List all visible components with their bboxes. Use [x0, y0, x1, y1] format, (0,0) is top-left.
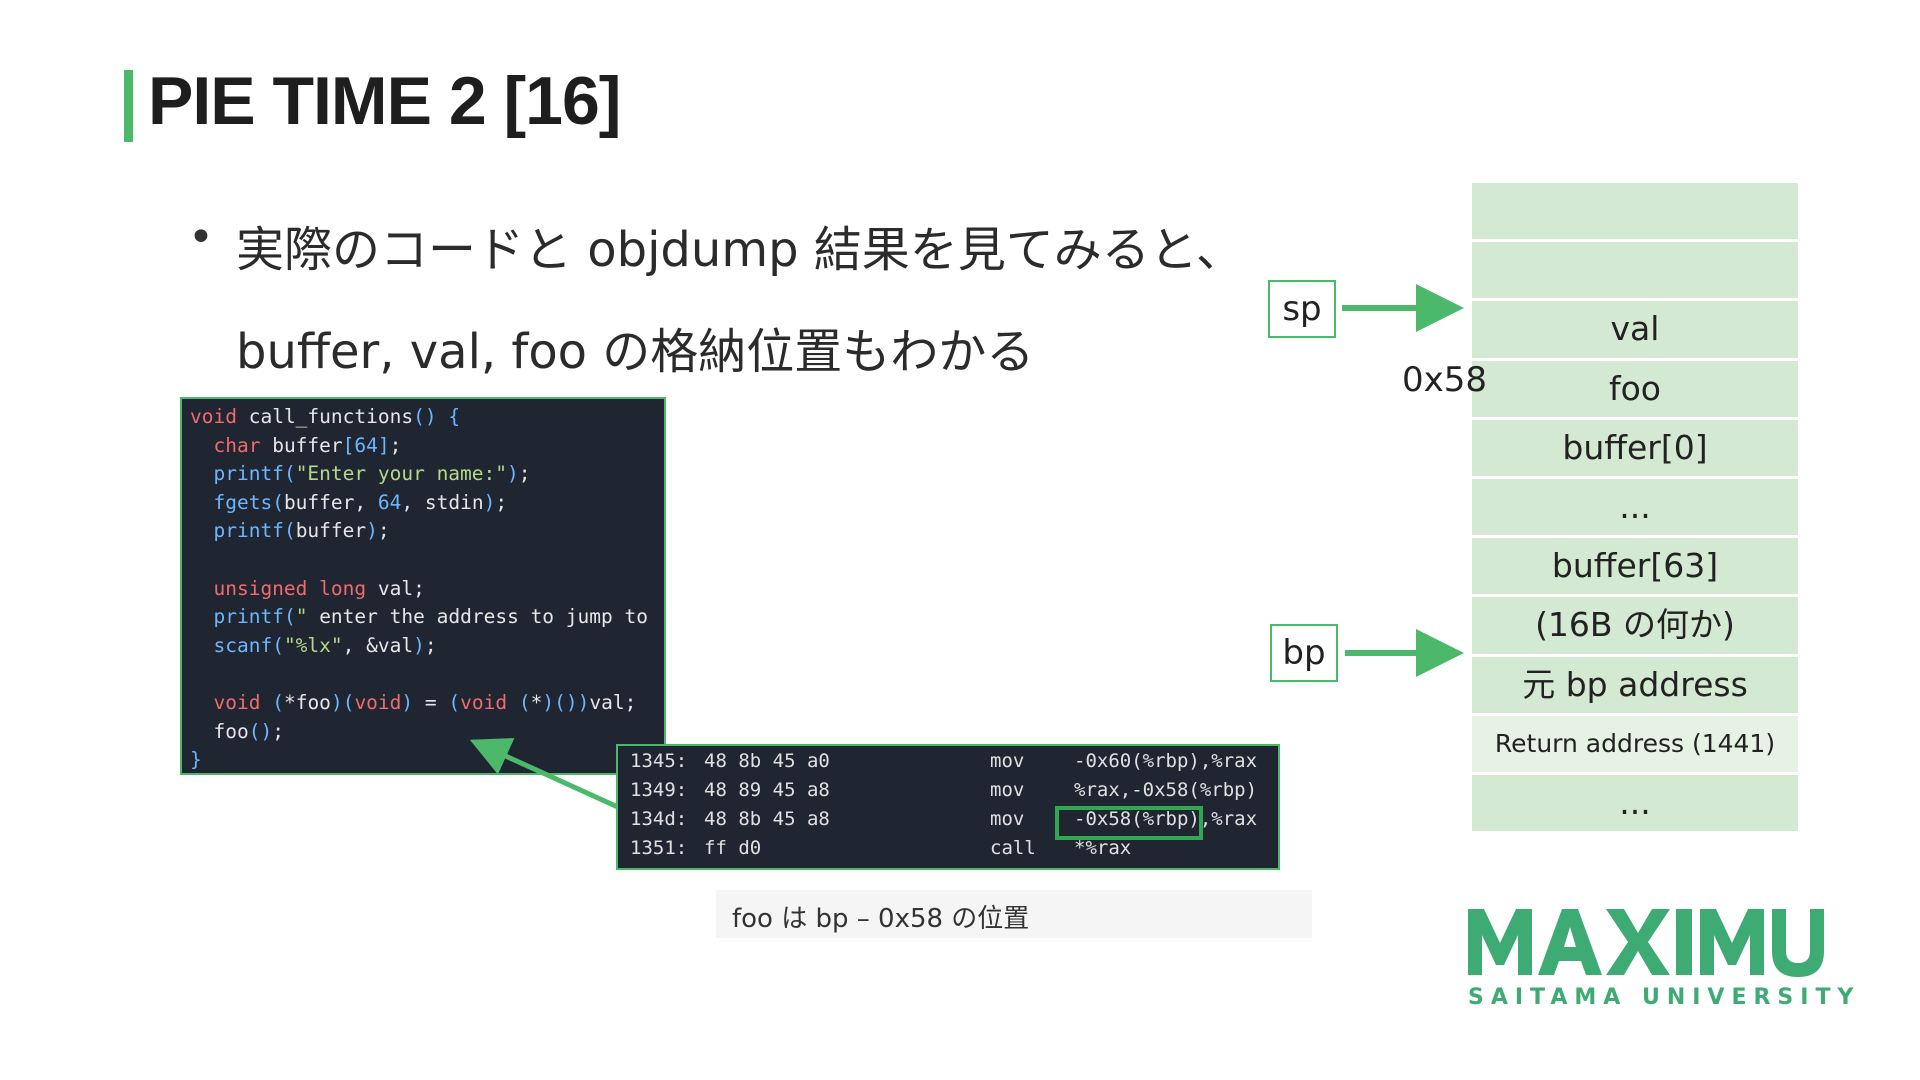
stack-cell: buffer[0]: [1472, 419, 1798, 479]
foo-offset-highlight: [1055, 806, 1203, 840]
stack-cell: buffer[63]: [1472, 538, 1798, 598]
objdump-opcode: call: [990, 837, 1036, 859]
code-line: printf("Enter your name:");: [213, 462, 531, 486]
slide-title: PIE TIME 2 [16]: [148, 63, 621, 139]
objdump-operands: *%rax: [1074, 837, 1132, 859]
bullet-text-line2: buffer, val, foo の格納位置もわかる: [236, 324, 1035, 380]
stack-cell: val: [1472, 301, 1798, 361]
objdump-opcode: mov: [990, 779, 1025, 801]
code-to-dump-arrow: [469, 738, 622, 811]
objdump-operands: -0x60(%rbp),%rax: [1074, 750, 1258, 772]
code-line: fgets(buffer, 64, stdin);: [213, 490, 508, 514]
objdump-bytes: 48 8b 45 a0: [704, 750, 830, 772]
objdump-bytes: 48 89 45 a8: [704, 779, 830, 801]
code-snippet-panel: void call_functions() { char buffer[64];…: [180, 397, 666, 775]
caption-text: foo は bp – 0x58 の位置: [732, 904, 1030, 934]
objdump-operands: %rax,-0x58(%rbp): [1074, 779, 1258, 801]
objdump-operands: -0x58(%rbp),%rax: [1074, 808, 1258, 830]
offset-label: 0x58: [1402, 360, 1488, 400]
stack-cell: foo: [1472, 360, 1798, 420]
stack-cell: (16B の何か): [1472, 597, 1798, 657]
stack-cell: ...: [1472, 775, 1798, 835]
bullet-dot: •: [188, 212, 214, 263]
sp-label: sp: [1268, 280, 1336, 338]
objdump-address: 134d:: [630, 808, 688, 830]
objdump-opcode: mov: [990, 808, 1025, 830]
bp-label: bp: [1270, 624, 1338, 682]
logo-subtitle: SAITAMA UNIVERSITY: [1468, 985, 1861, 1010]
code-line: void (*foo)(void) = (void (*)())val;: [213, 691, 637, 714]
objdump-address: 1351:: [630, 837, 688, 859]
objdump-bytes: 48 8b 45 a8: [704, 808, 830, 830]
maximum-logo: [1468, 905, 1858, 981]
stack-cell: [1472, 242, 1798, 302]
code-line: printf(" enter the address to jump to: [213, 605, 648, 629]
objdump-bytes: ff d0: [704, 837, 762, 859]
objdump-address: 1345:: [630, 750, 688, 772]
stack-cell: ...: [1472, 479, 1798, 539]
code-line: void call_functions() {: [190, 405, 461, 428]
code-line: scanf("%lx", &val);: [213, 633, 437, 657]
objdump-address: 1349:: [630, 779, 688, 801]
bullet-text-line1: 実際のコードと objdump 結果を見てみると、: [236, 222, 1244, 278]
code-line: unsigned long val;: [213, 576, 425, 600]
code-line: char buffer[64];: [213, 433, 402, 457]
title-accent-bar: [124, 70, 133, 142]
caption-box: [716, 890, 1312, 938]
objdump-opcode: mov: [990, 750, 1025, 772]
stack-cell: Return address (1441): [1472, 715, 1798, 775]
code-line: foo();: [213, 719, 284, 743]
stack-cell: 元 bp address: [1472, 656, 1798, 716]
code-line: printf(buffer);: [213, 519, 390, 543]
stack-cell: [1472, 183, 1798, 243]
code-line: }: [190, 748, 202, 772]
